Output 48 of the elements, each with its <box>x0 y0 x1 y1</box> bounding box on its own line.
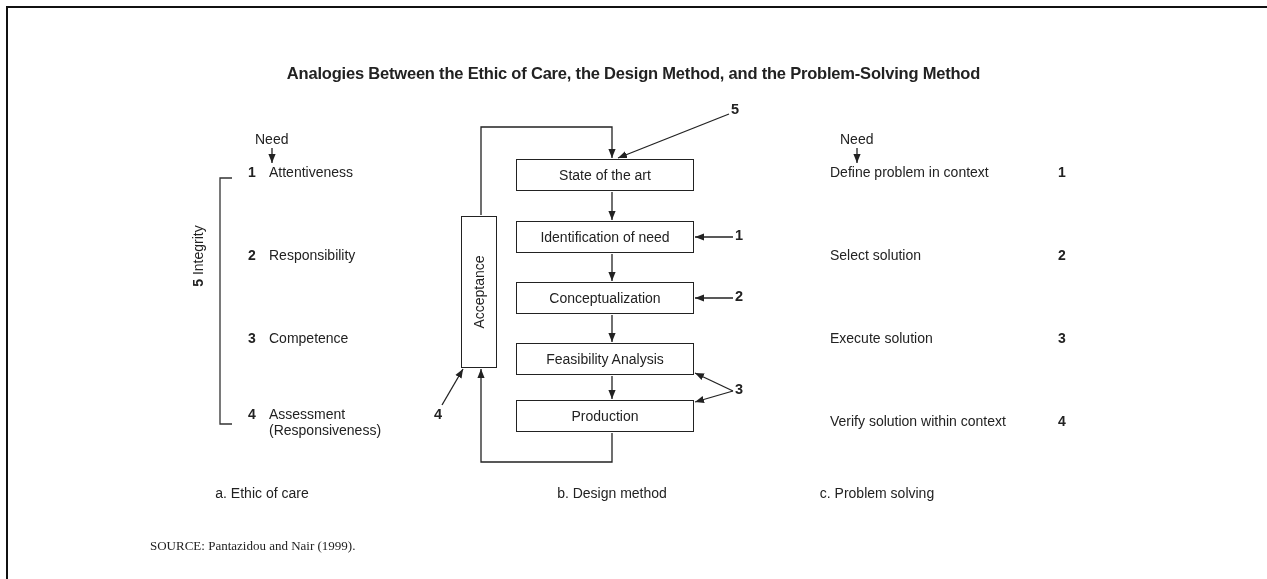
item-text: Define problem in context <box>830 164 989 180</box>
callout-number: 3 <box>1058 330 1066 346</box>
callout-number: 5 <box>731 101 740 117</box>
diagram-title: Analogies Between the Ethic of Care, the Design Method, and the Problem-Solving Method <box>285 64 982 83</box>
item-text: Competence <box>269 330 350 346</box>
source-note: SOURCE: Pantazidou and Nair (1999). <box>150 538 356 554</box>
side-label: 5 Integrity <box>190 225 206 287</box>
need-label: Need <box>840 131 874 147</box>
arrow <box>441 368 464 406</box>
arrow <box>694 233 734 241</box>
item-text: Execute solution <box>830 330 933 346</box>
arrow <box>694 294 734 302</box>
process-box: Conceptualization <box>516 282 694 314</box>
item-text: Select solution <box>830 247 922 263</box>
panel-caption: b. Design method <box>557 485 667 501</box>
arrow <box>608 253 616 282</box>
callout-number: 4 <box>1058 413 1066 429</box>
item-text: Responsibility <box>269 247 357 263</box>
arrow <box>268 147 276 164</box>
arrow <box>608 191 616 221</box>
process-box: State of the art <box>516 159 694 191</box>
callout-number: 3 <box>735 381 744 397</box>
callout-number: 4 <box>434 406 443 422</box>
arrow <box>853 147 861 164</box>
callout-number: 1 <box>735 227 744 243</box>
callout-number: 1 <box>248 164 257 180</box>
arrow <box>480 126 616 216</box>
callout-number: 4 <box>248 406 257 422</box>
panel-caption: c. Problem solving <box>819 485 935 501</box>
process-box: Acceptance <box>461 216 497 368</box>
arrow <box>617 113 730 159</box>
process-box: Production <box>516 400 694 432</box>
callout-number: 2 <box>1058 247 1066 263</box>
item-text: Verify solution within context <box>830 413 1006 429</box>
callout-number: 2 <box>735 288 744 304</box>
arrow <box>694 390 734 403</box>
arrow <box>694 372 734 392</box>
item-text: Attentiveness <box>269 164 355 180</box>
arrow <box>608 375 616 400</box>
process-box: Identification of need <box>516 221 694 253</box>
callout-number: 1 <box>1058 164 1066 180</box>
process-box: Feasibility Analysis <box>516 343 694 375</box>
panel-caption: a. Ethic of care <box>215 485 309 501</box>
need-label: Need <box>255 131 289 147</box>
callout-number: 3 <box>248 330 257 346</box>
callout-number: 2 <box>248 247 257 263</box>
arrow <box>477 368 613 463</box>
arrow <box>608 314 616 343</box>
